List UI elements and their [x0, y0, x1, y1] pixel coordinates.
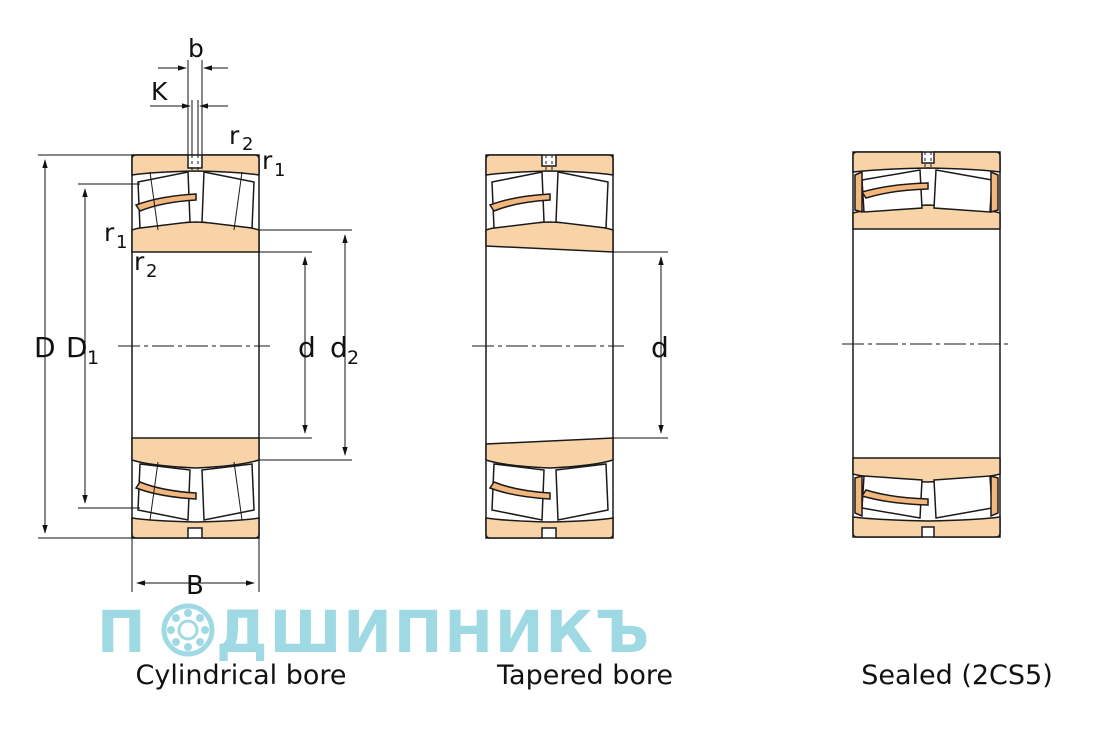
roller-bottom-right: [201, 463, 255, 521]
bearing-o-icon: [161, 603, 215, 657]
inner-ring-bottom: [485, 437, 614, 469]
label-r2-left: r: [134, 247, 145, 276]
label-r1-left: r: [104, 218, 115, 247]
cage-top: [488, 193, 551, 212]
roller-bottom-right: [555, 463, 609, 521]
label-D: D: [34, 331, 56, 364]
outer-ring-top: [131, 154, 260, 176]
tapered-bore-bearing: [472, 154, 624, 539]
cage-bottom: [134, 481, 197, 500]
roller-top-right: [201, 171, 255, 229]
seal-top: [854, 170, 999, 213]
tapered-dimensions: [613, 251, 668, 439]
caption-sealed: Sealed (2CS5): [861, 660, 1053, 691]
label-B: B: [186, 571, 204, 601]
watermark-logo: П ДШИПНИКЪ: [97, 598, 651, 666]
cage-bottom: [488, 481, 551, 500]
label-r2-left-sub: 2: [146, 261, 157, 282]
cage-bottom: [860, 489, 929, 506]
cylindrical-dimensions: [38, 60, 352, 592]
label-r1-top: r: [262, 146, 273, 175]
outer-ring-top: [485, 154, 614, 176]
label-K: K: [151, 77, 168, 106]
caption-tapered-bore: Tapered bore: [496, 660, 673, 691]
label-d2: d: [330, 331, 348, 364]
inner-ring-bottom: [131, 437, 260, 469]
cylindrical-labels: b K r 2 r 1 r 1 r 2 D D 1 d d 2 B: [34, 34, 359, 601]
label-r1-left-sub: 1: [116, 232, 127, 253]
cylindrical-bore-bearing: [118, 154, 270, 539]
cage-top: [860, 182, 929, 199]
roller-top-right: [555, 171, 609, 229]
outer-ring-top: [852, 151, 1001, 173]
outer-ring-bottom: [852, 516, 1001, 538]
roller-top-right: [933, 169, 993, 213]
label-r1-top-sub: 1: [274, 160, 285, 181]
label-r2-top: r: [229, 121, 240, 150]
watermark-text-pre: П: [97, 598, 148, 666]
caption-cylindrical-bore: Cylindrical bore: [136, 660, 347, 691]
label-D1: D: [66, 331, 88, 364]
label-b: b: [188, 34, 204, 63]
label-d2-sub: 2: [347, 347, 359, 369]
watermark-text-post: ДШИПНИКЪ: [216, 598, 651, 666]
label-d-tapered: d: [651, 331, 669, 364]
outer-ring-bottom: [131, 517, 260, 539]
label-d: d: [298, 331, 316, 364]
sealed-bearing: [842, 151, 1012, 538]
label-D1-sub: 1: [87, 347, 99, 369]
seal-bottom: [854, 475, 999, 518]
outer-ring-bottom: [485, 517, 614, 539]
label-r2-top-sub: 2: [242, 134, 253, 155]
